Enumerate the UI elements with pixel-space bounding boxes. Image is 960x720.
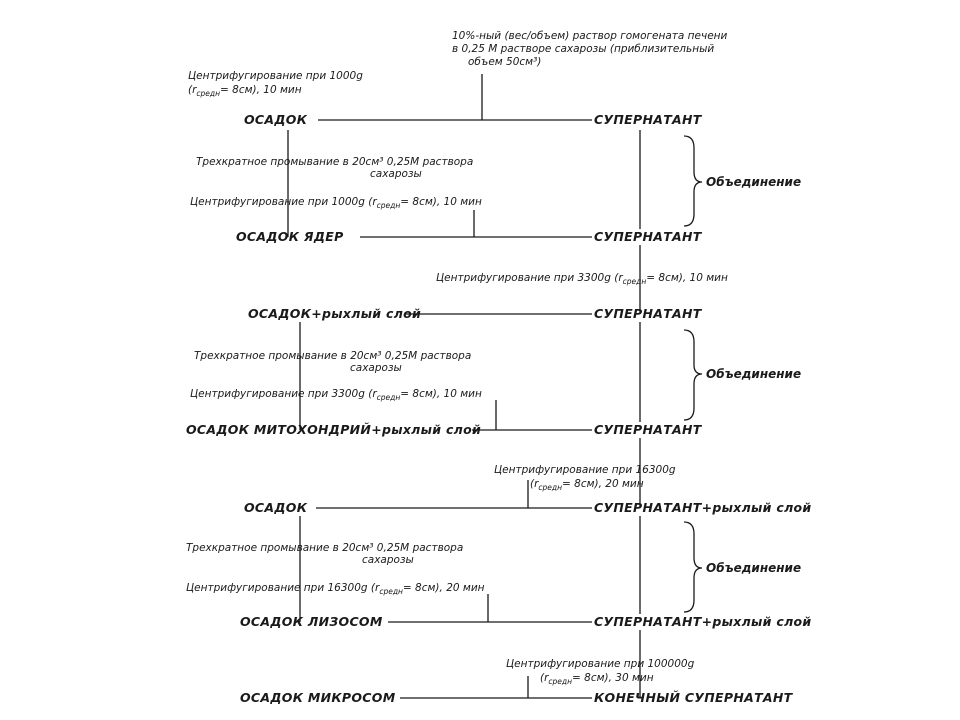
start-solution-line3: объем 50см³) — [468, 56, 542, 68]
centrifuge-1000g-line2: (rсредн= 8см), 10 мин — [188, 84, 302, 99]
supernatant-1b: СУПЕРНАТАНТ — [594, 229, 702, 244]
centrifuge-3300g: Центрифугирование при 3300g (rсредн= 8см… — [436, 272, 728, 287]
pellet-1: ОСАДОК — [244, 112, 308, 127]
lysosome-pellet: ОСАДОК ЛИЗОСОМ — [240, 614, 383, 629]
supernatant-2: СУПЕРНАТАНТ — [594, 306, 702, 321]
centrifuge-100000g-line2: (rсредн= 8см), 30 мин — [540, 672, 654, 687]
centrifuge-16300g-line1: Центрифугирование при 16300g — [494, 464, 676, 476]
wash-1-line1: Трехкратное промывание в 20см³ 0,25М рас… — [196, 156, 474, 168]
brace-combine-3 — [683, 521, 703, 613]
recentrifuge-3300g: Центрифугирование при 3300g (rсредн= 8см… — [190, 388, 482, 403]
final-supernatant: КОНЕЧНЫЙ СУПЕРНАТАНТ — [594, 690, 793, 705]
combine-label-2: Объединение — [706, 367, 802, 381]
centrifuge-1000g-line1: Центрифугирование при 1000g — [188, 70, 363, 82]
wash-2-line1: Трехкратное промывание в 20см³ 0,25М рас… — [194, 350, 472, 362]
wash-3-line2: сахарозы — [362, 554, 414, 566]
supernatant-2b: СУПЕРНАТАНТ — [594, 422, 702, 437]
supernatant-1: СУПЕРНАТАНТ — [594, 112, 702, 127]
nuclei-pellet: ОСАДОК ЯДЕР — [236, 229, 344, 244]
brace-combine-2 — [683, 329, 703, 421]
start-solution-line1: 10%-ный (вес/объем) раствор гомогената п… — [452, 30, 728, 42]
mitochondria-pellet: ОСАДОК МИТОХОНДРИЙ+рыхлый слой — [186, 422, 482, 437]
pellet-3: ОСАДОК — [244, 500, 308, 515]
wash-3-line1: Трехкратное промывание в 20см³ 0,25М рас… — [186, 542, 464, 554]
microsome-pellet: ОСАДОК МИКРОСОМ — [240, 690, 396, 705]
supernatant-3-loose-layer: СУПЕРНАТАНТ+рыхлый слой — [594, 500, 812, 515]
recentrifuge-16300g: Центрифугирование при 16300g (rсредн= 8с… — [186, 582, 485, 597]
wash-1-line2: сахарозы — [370, 168, 422, 180]
brace-combine-1 — [683, 135, 703, 227]
pellet-2-loose-layer: ОСАДОК+рыхлый слой — [248, 306, 422, 321]
centrifuge-100000g-line1: Центрифугирование при 100000g — [506, 658, 695, 670]
combine-label-1: Объединение — [706, 175, 802, 189]
start-solution-line2: в 0,25 М растворе сахарозы (приблизитель… — [452, 43, 715, 55]
wash-2-line2: сахарозы — [350, 362, 402, 374]
recentrifuge-1000g: Центрифугирование при 1000g (rсредн= 8см… — [190, 196, 482, 211]
centrifuge-16300g-line2: (rсредн= 8см), 20 мин — [530, 478, 644, 493]
supernatant-3b-loose-layer: СУПЕРНАТАНТ+рыхлый слой — [594, 614, 812, 629]
combine-label-3: Объединение — [706, 561, 802, 575]
